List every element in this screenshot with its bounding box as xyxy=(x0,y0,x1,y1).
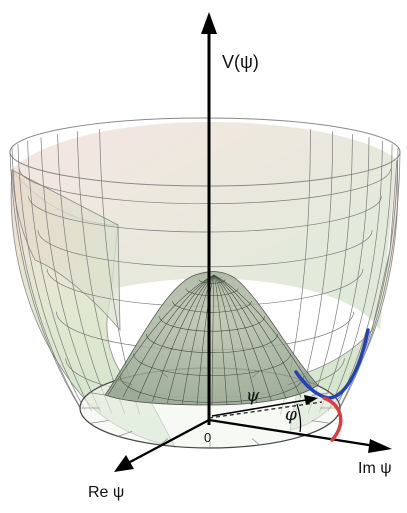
higgs-curve xyxy=(322,396,343,442)
central-hump xyxy=(104,271,319,406)
grid-line xyxy=(28,196,382,233)
grid-line xyxy=(57,134,113,414)
grid-line xyxy=(9,151,81,409)
radius-dashed-line xyxy=(208,401,323,419)
real-axis xyxy=(129,418,210,464)
grid-line xyxy=(182,274,215,405)
grid-line xyxy=(122,274,215,398)
amplitude-arrow xyxy=(211,399,307,417)
real-axis-label: Re ψ xyxy=(88,484,125,501)
grid-line xyxy=(251,370,260,378)
imaginary-axis-arrowhead xyxy=(368,439,392,453)
grid-line xyxy=(213,274,228,405)
grid-line xyxy=(18,168,392,205)
grid-line xyxy=(338,148,399,410)
grid-line xyxy=(17,144,86,411)
grid-line xyxy=(159,316,265,332)
amplitude-arrowhead xyxy=(304,395,318,405)
grid-line xyxy=(117,379,133,385)
grid-line xyxy=(146,333,278,353)
phase-label: φ xyxy=(285,405,297,425)
grid-line xyxy=(287,379,303,385)
grid-line xyxy=(89,420,109,424)
grid-line xyxy=(213,274,257,403)
hump-grid xyxy=(107,274,317,406)
grid-line xyxy=(11,148,82,410)
grid-line xyxy=(213,274,302,398)
grid-line xyxy=(327,140,383,412)
vertical-axis-arrowhead xyxy=(201,12,217,34)
phase-angle-arc xyxy=(296,403,302,433)
real-axis-arrowhead xyxy=(114,455,134,472)
grid-line xyxy=(339,151,401,409)
grid-line xyxy=(213,274,317,396)
grid-line xyxy=(40,137,101,413)
origin-label: 0 xyxy=(204,430,212,445)
grid-line xyxy=(307,134,353,414)
grid-line xyxy=(117,431,133,437)
grid-line xyxy=(319,137,370,413)
grid-line xyxy=(213,274,272,402)
grid-line xyxy=(196,274,215,405)
grid-line xyxy=(251,438,260,446)
grid-line xyxy=(172,300,252,313)
grid-line xyxy=(137,274,215,400)
amplitude-label: ψ xyxy=(246,386,260,406)
grid-line xyxy=(37,230,373,268)
grid-line xyxy=(160,370,169,378)
grid-line xyxy=(107,274,215,396)
imaginary-axis xyxy=(208,418,376,448)
grid-line xyxy=(89,392,109,396)
grid-line xyxy=(311,420,331,424)
grid-line xyxy=(185,288,239,296)
vertical-axis-label: V(ψ) xyxy=(222,52,259,72)
grid-line xyxy=(213,274,242,405)
grid-line xyxy=(211,274,215,406)
grid-line xyxy=(213,274,287,400)
imaginary-axis-label: Im ψ xyxy=(358,460,392,477)
